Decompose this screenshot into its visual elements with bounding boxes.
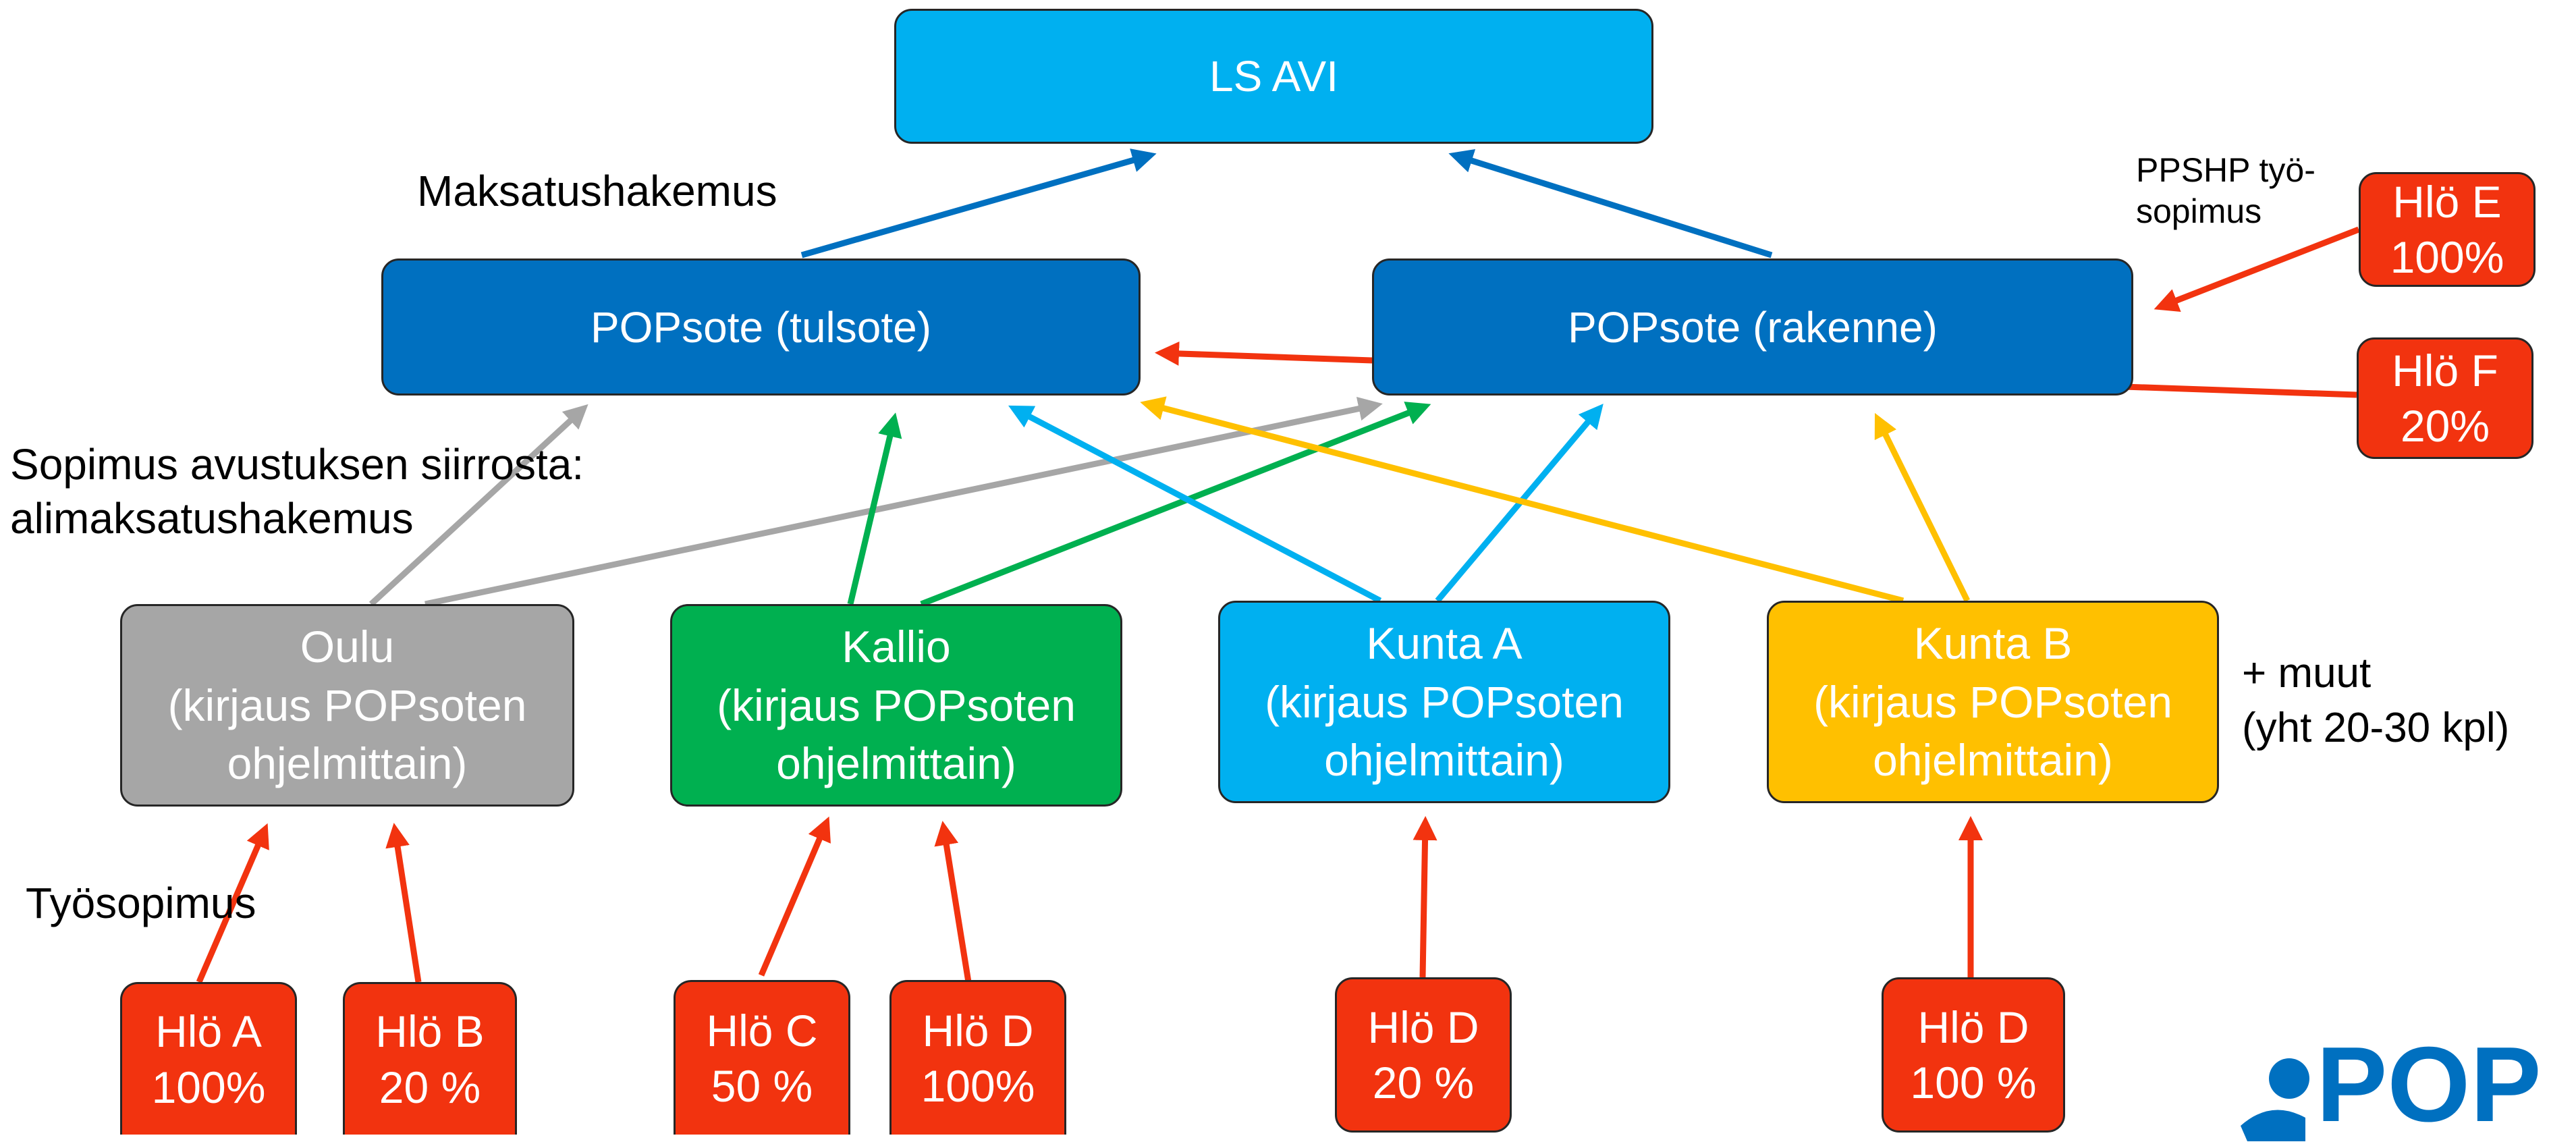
person-label-hlo-d-kunta-a: Hlö D 20 % [1367, 1002, 1479, 1108]
org-box-kunta-a: Kunta A (kirjaus POPsoten ohjelmittain) [1218, 601, 1670, 803]
arrow-kuntab-to-tulsote [1140, 396, 1904, 604]
org-box-oulu: Oulu (kirjaus POPsoten ohjelmittain) [120, 604, 574, 807]
arrow-hlob-to-oulu [385, 823, 422, 983]
org-label-kallio: Kallio (kirjaus POPsoten ohjelmittain) [717, 622, 1076, 789]
org-box-kallio: Kallio (kirjaus POPsoten ohjelmittain) [670, 604, 1122, 807]
arrow-kallio-to-rakenne [920, 402, 1431, 607]
arrow-hlod-to-kallio [934, 821, 972, 983]
ls-avi-box: LS AVI [894, 9, 1653, 144]
arrow-kallio-to-tulsote [847, 412, 902, 605]
logo-text: POP [2316, 1025, 2542, 1144]
person-box-hlo-e: Hlö E 100% [2359, 172, 2536, 287]
program-label-rakenne: POPsote (rakenne) [1568, 302, 1938, 352]
person-box-hlo-d-kunta-b: Hlö D 100 % [1882, 977, 2065, 1133]
arrow-tulsote-to-lsavi [800, 148, 1157, 258]
person-box-hlo-c: Hlö C 50 % [674, 980, 850, 1135]
person-label-hlo-d-kunta-b: Hlö D 100 % [1910, 1002, 2037, 1108]
org-label-kunta-a: Kunta A (kirjaus POPsoten ohjelmittain) [1265, 618, 1624, 786]
person-label-hlo-d-kallio: Hlö D 100% [921, 1005, 1035, 1112]
person-box-hlo-f: Hlö F 20% [2357, 337, 2533, 459]
person-label-hlo-e: Hlö E 100% [2390, 176, 2504, 283]
person-figure-icon [2241, 1058, 2309, 1141]
person-box-hlo-a: Hlö A 100% [120, 982, 297, 1135]
person-box-hlo-d-kunta-a: Hlö D 20 % [1335, 977, 1512, 1133]
arrow-oulu-to-tulsote [368, 404, 588, 607]
arrow-kuntaa-to-rakenne [1435, 404, 1604, 603]
program-label-tulsote: POPsote (tulsote) [590, 302, 932, 352]
ls-avi-label: LS AVI [1209, 52, 1338, 101]
arrow-kuntab-to-rakenne [1874, 412, 1971, 602]
label-ppshp-tyosopimus: PPSHP työ- sopimus [2136, 151, 2315, 230]
program-box-tulsote: POPsote (tulsote) [381, 258, 1141, 396]
person-label-hlo-b: Hlö B 20 % [375, 1006, 485, 1112]
org-label-oulu: Oulu (kirjaus POPsoten ohjelmittain) [167, 622, 527, 789]
person-label-hlo-a: Hlö A 100% [151, 1006, 266, 1112]
person-box-hlo-b: Hlö B 20 % [343, 982, 517, 1135]
person-label-hlo-f: Hlö F 20% [2392, 345, 2498, 452]
arrow-hloc-to-kallio [758, 816, 831, 977]
arrow-hloa-to-oulu [196, 823, 269, 983]
arrow-oulu-to-rakenne [424, 396, 1383, 607]
label-sopimus-avustuksen-siirrosta: Sopimus avustuksen siirrosta: alimaksatu… [10, 440, 584, 543]
org-box-kunta-b: Kunta B (kirjaus POPsoten ohjelmittain) [1767, 601, 2219, 803]
label-maksatushakemus: Maksatushakemus [417, 167, 777, 215]
label-tyosopimus: Työsopimus [26, 879, 256, 927]
arrow-hlod-to-kuntaa [1413, 816, 1437, 978]
program-box-rakenne: POPsote (rakenne) [1372, 258, 2133, 396]
arrow-rakenne-to-lsavi [1448, 148, 1773, 258]
person-box-hlo-d-kallio: Hlö D 100% [889, 980, 1066, 1135]
arrow-hloe-to-rakenne [2154, 226, 2360, 312]
person-label-hlo-c: Hlö C 50 % [706, 1005, 818, 1112]
org-label-kunta-b: Kunta B (kirjaus POPsoten ohjelmittain) [1813, 618, 2172, 786]
label-plus-muut: + muut (yht 20-30 kpl) [2242, 650, 2510, 751]
arrow-kuntaa-to-tulsote [1008, 405, 1382, 603]
